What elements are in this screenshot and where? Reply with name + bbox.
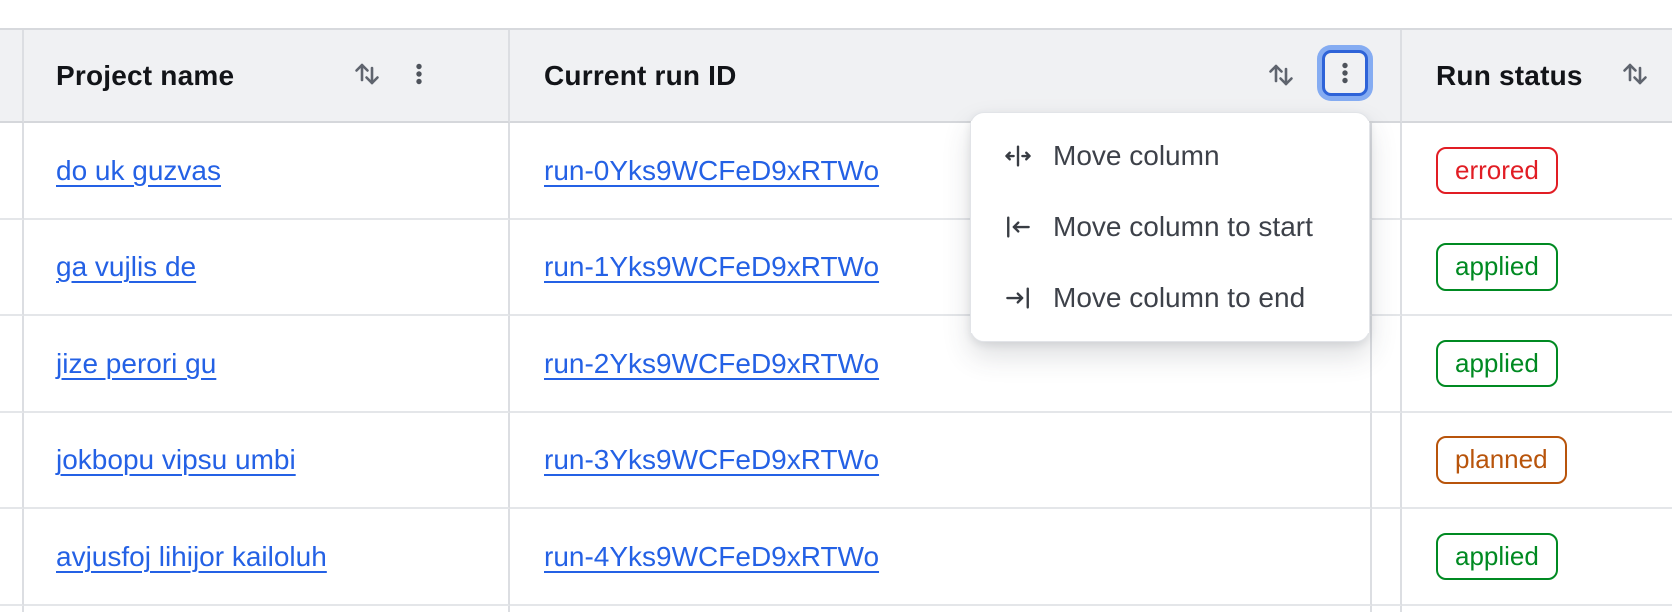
menu-item-move-column-to-start[interactable]: Move column to start [971, 191, 1369, 263]
column-header-run-status-label: Run status [1436, 59, 1583, 91]
menu-item-move-column-to-end[interactable]: Move column to end [971, 262, 1369, 334]
clipped-leading-column-header [0, 30, 24, 123]
table-row-cell-run-id: run-4Yks9WCFeD9xRTWo [510, 509, 1372, 606]
table-row-cell-status: planned [1402, 413, 1672, 509]
status-badge: applied [1436, 532, 1558, 581]
clipped-leading-column-cell [0, 606, 24, 612]
column-gap-cell [1372, 413, 1402, 509]
sort-current-run-id-button[interactable] [1265, 59, 1297, 91]
swap-vertical-icon [351, 58, 383, 90]
column-options-menu: Move column Move column to start Move co… [970, 112, 1370, 342]
kebab-icon [1330, 58, 1360, 88]
run-id-link[interactable]: run-2Yks9WCFeD9xRTWo [544, 347, 880, 379]
project-link[interactable]: jokbopu vipsu umbi [56, 444, 296, 475]
status-badge: applied [1436, 243, 1558, 291]
table-row-cell-status: errored [1402, 123, 1672, 220]
project-name-column-options-button[interactable] [404, 59, 434, 89]
clipped-leading-column-cell [0, 509, 24, 606]
clipped-leading-column-cell [0, 316, 24, 413]
column-header-project-name-label: Project name [56, 59, 235, 91]
menu-item-label: Move column [1053, 140, 1220, 172]
sort-project-name-button[interactable] [351, 58, 383, 90]
clipped-row-cell [1402, 606, 1672, 612]
status-badge: applied [1436, 339, 1558, 388]
run-id-link[interactable]: run-3Yks9WCFeD9xRTWo [544, 444, 880, 475]
menu-item-move-column[interactable]: Move column [971, 121, 1369, 192]
status-badge: planned [1436, 436, 1567, 484]
clipped-leading-column-cell [0, 123, 24, 220]
swap-vertical-icon [1619, 58, 1651, 90]
column-header-run-status: Run status [1402, 30, 1672, 123]
kebab-icon [404, 59, 434, 89]
move-column-icon [1003, 141, 1033, 171]
table-row-cell-run-id: run-3Yks9WCFeD9xRTWo [510, 413, 1372, 509]
column-header-project-name: Project name [24, 30, 510, 123]
menu-item-label: Move column to start [1053, 211, 1313, 242]
column-header-current-run-id-label: Current run ID [544, 59, 737, 91]
sort-run-status-button[interactable] [1619, 58, 1651, 90]
column-gap-cell [1372, 509, 1402, 606]
table-row-cell-status: applied [1402, 220, 1672, 316]
status-badge: errored [1436, 146, 1558, 195]
run-id-link[interactable]: run-0Yks9WCFeD9xRTWo [544, 154, 880, 186]
current-run-id-column-options-button[interactable] [1322, 50, 1368, 96]
move-column-to-start-icon [1003, 212, 1033, 242]
clipped-leading-column-cell [0, 413, 24, 509]
table-row-cell-project: jokbopu vipsu umbi [24, 413, 510, 509]
data-table: Project name Current run ID Run status d… [0, 28, 1672, 612]
project-link[interactable]: do uk guzvas [56, 154, 221, 186]
clipped-leading-column-cell [0, 220, 24, 316]
table-row-cell-status: applied [1402, 316, 1672, 413]
table-row-cell-project: ga vujlis de [24, 220, 510, 316]
run-id-link[interactable]: run-1Yks9WCFeD9xRTWo [544, 251, 880, 282]
column-header-current-run-id: Current run ID [510, 30, 1402, 123]
column-gap-cell [1372, 220, 1402, 316]
table-row-cell-project: jize perori gu [24, 316, 510, 413]
column-gap-cell [1372, 316, 1402, 413]
menu-item-label: Move column to end [1053, 281, 1306, 313]
table-row-cell-project: do uk guzvas [24, 123, 510, 220]
column-gap-cell [1372, 123, 1402, 220]
clipped-row-cell [510, 606, 1372, 612]
table-row-cell-status: applied [1402, 509, 1672, 606]
move-column-to-end-icon [1003, 283, 1033, 313]
project-link[interactable]: avjusfoj lihijor kailoluh [56, 540, 327, 572]
column-gap-cell [1372, 606, 1402, 612]
run-id-link[interactable]: run-4Yks9WCFeD9xRTWo [544, 540, 880, 572]
swap-vertical-icon [1265, 59, 1297, 91]
table-row-cell-project: avjusfoj lihijor kailoluh [24, 509, 510, 606]
project-link[interactable]: ga vujlis de [56, 251, 197, 282]
clipped-row-cell [24, 606, 510, 612]
project-link[interactable]: jize perori gu [56, 347, 217, 379]
